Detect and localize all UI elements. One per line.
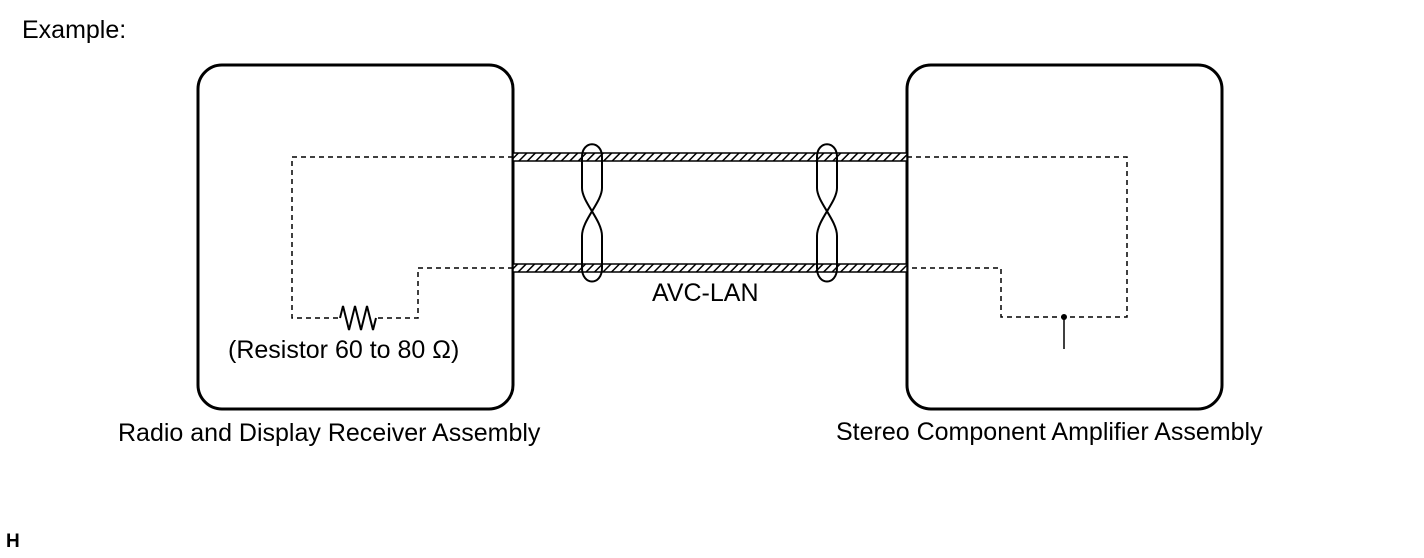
resistor-symbol xyxy=(339,305,377,331)
right-internal-wiring xyxy=(907,156,1128,318)
bus-wire-top xyxy=(512,152,908,162)
left-unit-box xyxy=(196,63,515,411)
twist-symbol-right xyxy=(816,143,838,283)
twist-symbol-left xyxy=(581,143,603,283)
corner-mark: H xyxy=(6,531,20,552)
example-heading: Example: xyxy=(22,16,127,44)
bus-wire-bottom xyxy=(512,263,908,273)
resistor-label: (Resistor 60 to 80 Ω) xyxy=(228,336,460,364)
left-internal-wiring xyxy=(291,156,513,319)
right-unit-caption: Stereo Component Amplifier Assembly xyxy=(836,418,1263,446)
bus-label: AVC-LAN xyxy=(652,279,759,307)
left-unit-caption: Radio and Display Receiver Assembly xyxy=(118,419,541,447)
right-unit-box xyxy=(905,63,1224,411)
